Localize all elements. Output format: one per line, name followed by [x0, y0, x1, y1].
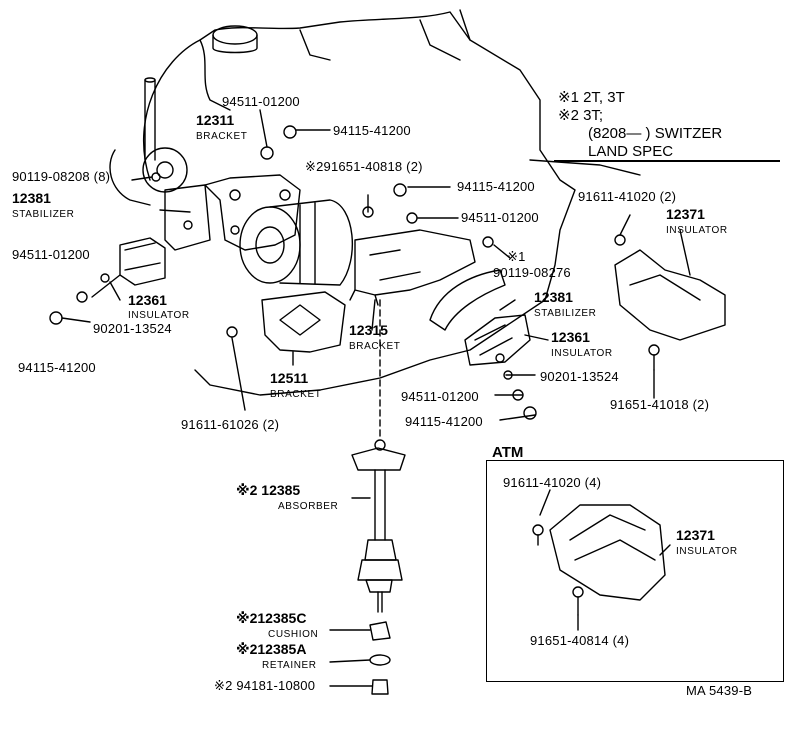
part-90119-08208: 90119-08208 (8)	[12, 169, 111, 184]
part-12381-left: 12381	[12, 190, 51, 206]
part-91611-41020-4: 91611-41020 (4)	[503, 475, 602, 490]
note-x1: ※1	[507, 249, 526, 264]
part-94511-01200-mid: 94511-01200	[461, 210, 539, 225]
diagram-code: MA 5439-B	[686, 683, 753, 698]
part-94181-10800: ※2 94181-10800	[214, 678, 316, 693]
part-91651-40814: 91651-40814 (4)	[530, 633, 630, 648]
part-12381-right-caption: STABILIZER	[534, 308, 597, 319]
part-94511-01200-left: 94511-01200	[12, 247, 90, 262]
part-12315-caption: BRACKET	[349, 341, 401, 352]
legend-line-4: LAND SPEC	[588, 143, 674, 160]
part-12311-caption: BRACKET	[196, 131, 248, 142]
part-12361-left: 12361	[128, 292, 167, 308]
part-90201-13524-left: 90201-13524	[93, 321, 172, 336]
part-94115-41200-mid: 94115-41200	[457, 179, 535, 194]
part-12371-atm: 12371	[676, 527, 715, 543]
part-94511-01200-top: 94511-01200	[222, 94, 300, 109]
part-91611-41020-2: 91611-41020 (2)	[578, 189, 677, 204]
part-12385-caption: ABSORBER	[278, 501, 339, 512]
part-12511: 12511	[270, 370, 309, 386]
part-12385C-caption: CUSHION	[268, 629, 319, 640]
part-12361-left-caption: INSULATOR	[128, 310, 190, 321]
part-12385: ※2 12385	[236, 482, 301, 498]
part-12361-right-caption: INSULATOR	[551, 348, 613, 359]
part-94115-41200-top: 94115-41200	[333, 123, 411, 138]
atm-box	[486, 460, 784, 682]
part-94115-41200-left: 94115-41200	[18, 360, 96, 375]
part-12311: 12311	[196, 112, 235, 128]
part-94115-41200-low: 94115-41200	[405, 414, 483, 429]
part-91611-61026: 91611-61026 (2)	[181, 417, 280, 432]
legend-line-2: ※2 3T;	[558, 107, 604, 124]
part-12315: 12315	[349, 322, 388, 338]
atm-title: ATM	[492, 444, 524, 461]
engine-block-outline	[142, 11, 576, 396]
part-12371-top: 12371	[666, 206, 705, 222]
part-12381-right: 12381	[534, 289, 573, 305]
legend-line-3: (8208— ) SWITZER	[588, 125, 723, 142]
part-90201-13524-right: 90201-13524	[540, 369, 619, 384]
part-91651-41018: 91651-41018 (2)	[610, 397, 710, 412]
part-94511-01200-low: 94511-01200	[401, 389, 479, 404]
part-12385A-caption: RETAINER	[262, 660, 317, 671]
part-12371-atm-caption: INSULATOR	[676, 546, 738, 557]
part-12385A: ※212385A	[236, 641, 307, 657]
part-12371-top-caption: INSULATOR	[666, 225, 728, 236]
part-12361-right: 12361	[551, 329, 590, 345]
legend-line-1: ※1 2T, 3T	[558, 89, 625, 106]
part-90119-08276: 90119-08276	[493, 265, 571, 280]
part-12511-caption: BRACKET	[270, 389, 322, 400]
part-12381-left-caption: STABILIZER	[12, 209, 75, 220]
part-291651-40818: ※291651-40818 (2)	[305, 159, 423, 174]
part-12385C: ※212385C	[236, 610, 307, 626]
